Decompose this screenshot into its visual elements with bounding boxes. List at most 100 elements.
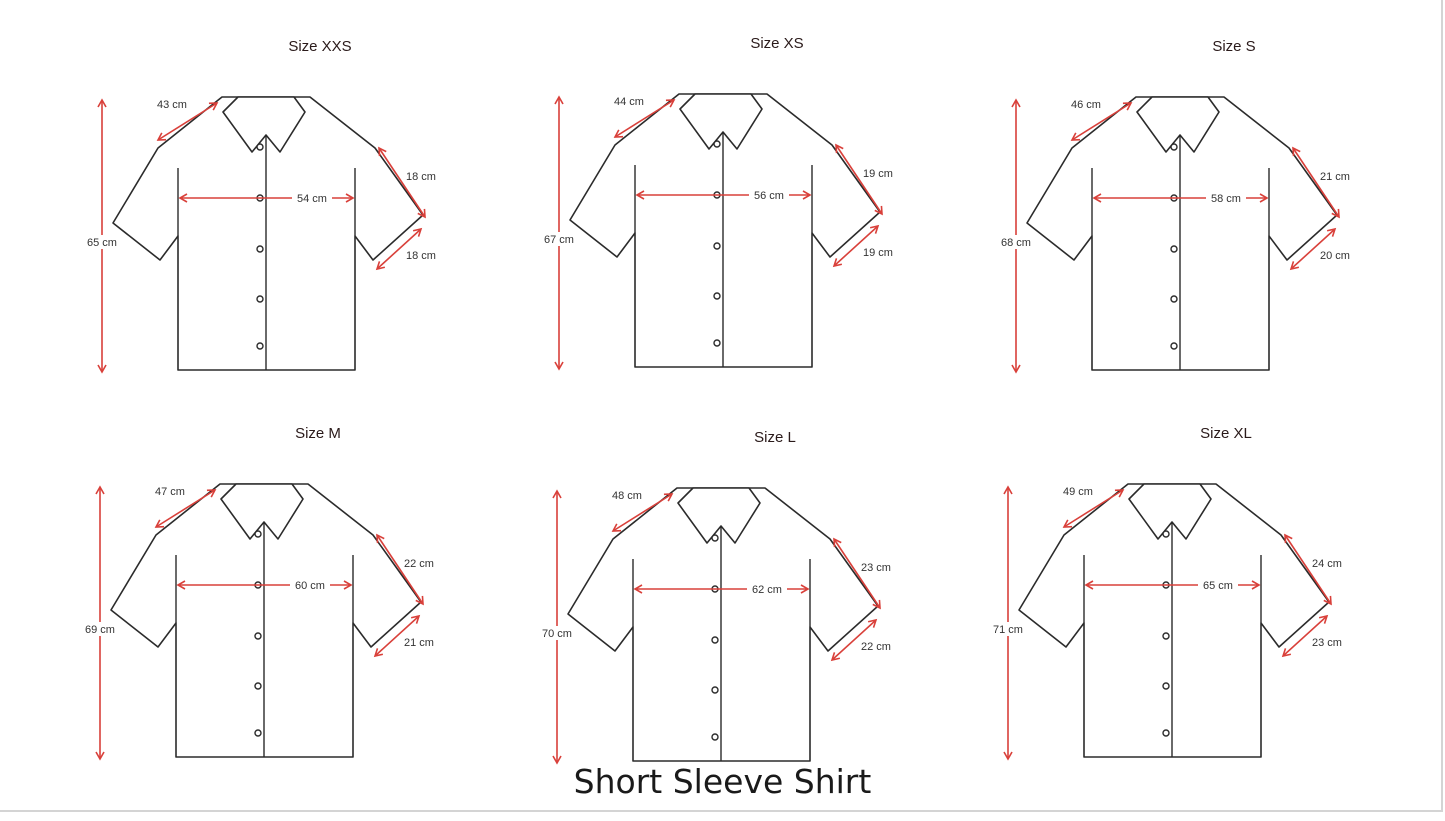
shirt-outline [1018, 483, 1330, 758]
length-arrow-tail [1011, 98, 1021, 108]
chest-label: 65 cm [1203, 580, 1233, 592]
shoulder-arrow-tail [154, 519, 165, 528]
chest-label-bg [290, 577, 330, 592]
sleeve-top-arrow-tail [1284, 533, 1293, 544]
length-arrow-tail [97, 98, 107, 108]
sleeve-cuff-arrow-head [867, 618, 878, 628]
sleeve-top-arrow-head [1331, 208, 1340, 219]
length-label: 68 cm [1001, 237, 1031, 249]
shoulder-arrow [1071, 102, 1132, 141]
sleeve-cuff-arrow-head [1318, 614, 1329, 624]
sleeve-cuff-arrow [1282, 615, 1328, 657]
button-3 [1170, 245, 1178, 253]
sleeve-top-label: 24 cm [1312, 558, 1342, 570]
button-4 [713, 292, 721, 300]
size-title: Size XS [750, 35, 804, 52]
collar [1128, 483, 1212, 540]
chest-arrow-head [345, 193, 355, 203]
length-arrow-head [97, 364, 107, 374]
sleeve-top-arrow [835, 144, 883, 215]
shoulder-arrow [614, 99, 675, 138]
sleeve-cuff-arrow [376, 228, 422, 270]
length-arrow-head [1003, 751, 1013, 761]
shoulder-arrow-tail [156, 132, 167, 141]
length-label-bg [82, 622, 118, 636]
chest-arrow-head [1251, 580, 1261, 590]
size-title: Size XL [1200, 425, 1252, 442]
length-arrow-tail [95, 485, 105, 495]
chest-label-bg [749, 187, 789, 202]
sleeve-cuff-arrow-tail [830, 652, 841, 662]
sleeve-top-arrow-tail [378, 146, 387, 157]
chest-arrow-head [800, 584, 810, 594]
chest-label: 56 cm [754, 190, 784, 202]
shoulder-arrow-head [1122, 102, 1133, 111]
chest-arrow-tail [1084, 580, 1094, 590]
shoulder-label: 46 cm [1071, 99, 1101, 111]
sleeve-cuff-arrow-head [869, 224, 880, 234]
sleeve-cuff-arrow-tail [1289, 261, 1300, 271]
length-label-bg [998, 235, 1034, 249]
shoulder-arrow [1063, 489, 1124, 528]
chest-label-bg [292, 190, 332, 205]
sleeve-top-arrow [376, 534, 424, 605]
shoulder-label: 43 cm [157, 99, 187, 111]
sleeve-top-label: 22 cm [404, 558, 434, 570]
sleeve-cuff-arrow-head [410, 614, 421, 624]
sleeve-top-arrow-head [874, 205, 883, 216]
chest-arrow-tail [635, 190, 645, 200]
shoulder-label: 44 cm [614, 96, 644, 108]
sleeve-cuff-arrow-tail [375, 261, 386, 271]
button-5 [256, 342, 264, 350]
collar [220, 483, 304, 540]
chest-arrow-tail [176, 580, 186, 590]
length-label: 65 cm [87, 237, 117, 249]
sleeve-top-arrow-head [415, 595, 424, 606]
shoulder-label: 49 cm [1063, 486, 1093, 498]
chest-label-bg [747, 581, 787, 596]
collar [1136, 96, 1220, 153]
button-4 [254, 682, 262, 690]
button-5 [1162, 729, 1170, 737]
sleeve-top-label: 19 cm [863, 168, 893, 180]
button-3 [711, 636, 719, 644]
button-4 [711, 686, 719, 694]
button-3 [254, 632, 262, 640]
button-4 [1162, 682, 1170, 690]
shirt-outline [567, 487, 879, 762]
sleeve-cuff-label: 22 cm [861, 641, 891, 653]
sleeve-top-arrow-tail [376, 533, 385, 544]
shoulder-label: 48 cm [612, 490, 642, 502]
button-5 [1170, 342, 1178, 350]
sleeve-top-arrow-tail [1292, 146, 1301, 157]
length-arrow-tail [554, 95, 564, 105]
length-label-bg [541, 232, 577, 246]
chest-label: 54 cm [297, 193, 327, 205]
length-label: 69 cm [85, 624, 115, 636]
chest-arrow-head [1259, 193, 1269, 203]
chest-arrow-tail [633, 584, 643, 594]
button-3 [1162, 632, 1170, 640]
shoulder-arrow-head [1114, 489, 1125, 498]
button-3 [713, 242, 721, 250]
chest-arrow-tail [1092, 193, 1102, 203]
sleeve-cuff-arrow [831, 619, 877, 661]
shoulder-arrow [612, 493, 673, 532]
sleeve-cuff-arrow-head [412, 227, 423, 237]
shoulder-arrow-tail [1070, 132, 1081, 141]
sleeve-cuff-arrow [1290, 228, 1336, 270]
length-label: 67 cm [544, 234, 574, 246]
button-1 [713, 140, 721, 148]
button-1 [256, 143, 264, 151]
sleeve-cuff-arrow-tail [1281, 648, 1292, 658]
length-arrow-head [552, 755, 562, 765]
diagram-title: Short Sleeve Shirt [573, 762, 872, 801]
shirt-outline [110, 483, 422, 758]
